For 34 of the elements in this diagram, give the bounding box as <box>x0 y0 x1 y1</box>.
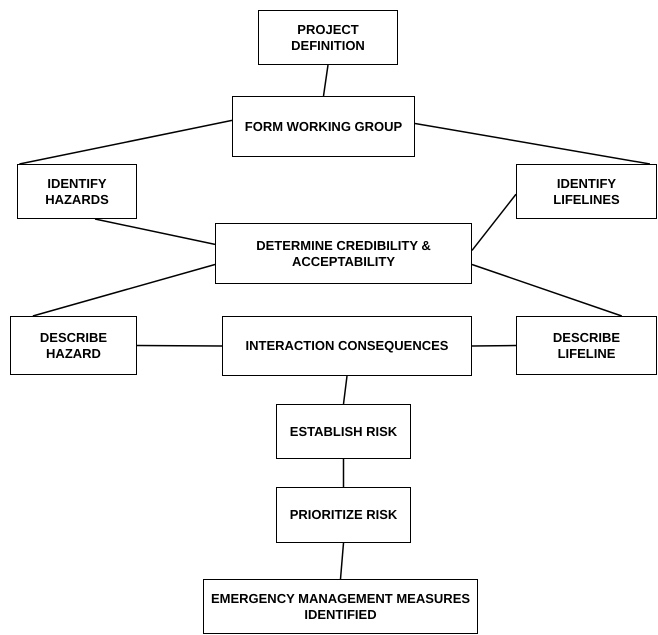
box-label: IDENTIFY HAZARDS <box>44 176 110 208</box>
process-box <box>276 487 411 543</box>
box-label: IDENTIFY LIFELINES <box>552 176 621 208</box>
process-box <box>258 10 398 65</box>
connector-line <box>137 344 222 347</box>
connector-line <box>340 542 344 580</box>
connector-line <box>19 120 232 165</box>
box-label: PRIORITIZE RISK <box>290 507 398 523</box>
process-box <box>215 223 472 284</box>
connector-line <box>472 264 622 317</box>
process-box <box>516 316 657 375</box>
box-label: DESCRIBE LIFELINE <box>552 330 622 362</box>
process-box <box>276 404 411 459</box>
box-label: FORM WORKING GROUP <box>244 118 402 134</box>
box-label: ESTABLISH RISK <box>290 424 398 440</box>
process-box <box>516 164 657 219</box>
connector-line <box>471 194 517 251</box>
box-label: EMERGENCY MANAGEMENT MEASURES IDENTIFIED <box>210 590 470 622</box>
box-label: DETERMINE CREDIBILITY & ACCEPTABILITY <box>255 238 432 270</box>
box-label: PROJECT DEFINITION <box>290 22 366 54</box>
process-box <box>17 164 137 219</box>
process-box <box>222 316 472 376</box>
connector-line <box>32 264 216 317</box>
process-box <box>203 579 478 634</box>
connector-line <box>414 122 650 165</box>
connector-line <box>342 459 344 487</box>
box-label: INTERACTION CONSEQUENCES <box>246 338 448 354</box>
connector-line <box>342 376 348 404</box>
box-label: DESCRIBE HAZARD <box>38 330 108 362</box>
connector-line <box>94 218 216 246</box>
connector-line <box>322 64 329 96</box>
process-box <box>10 316 137 375</box>
process-box <box>232 96 415 157</box>
connector-line <box>472 344 516 347</box>
